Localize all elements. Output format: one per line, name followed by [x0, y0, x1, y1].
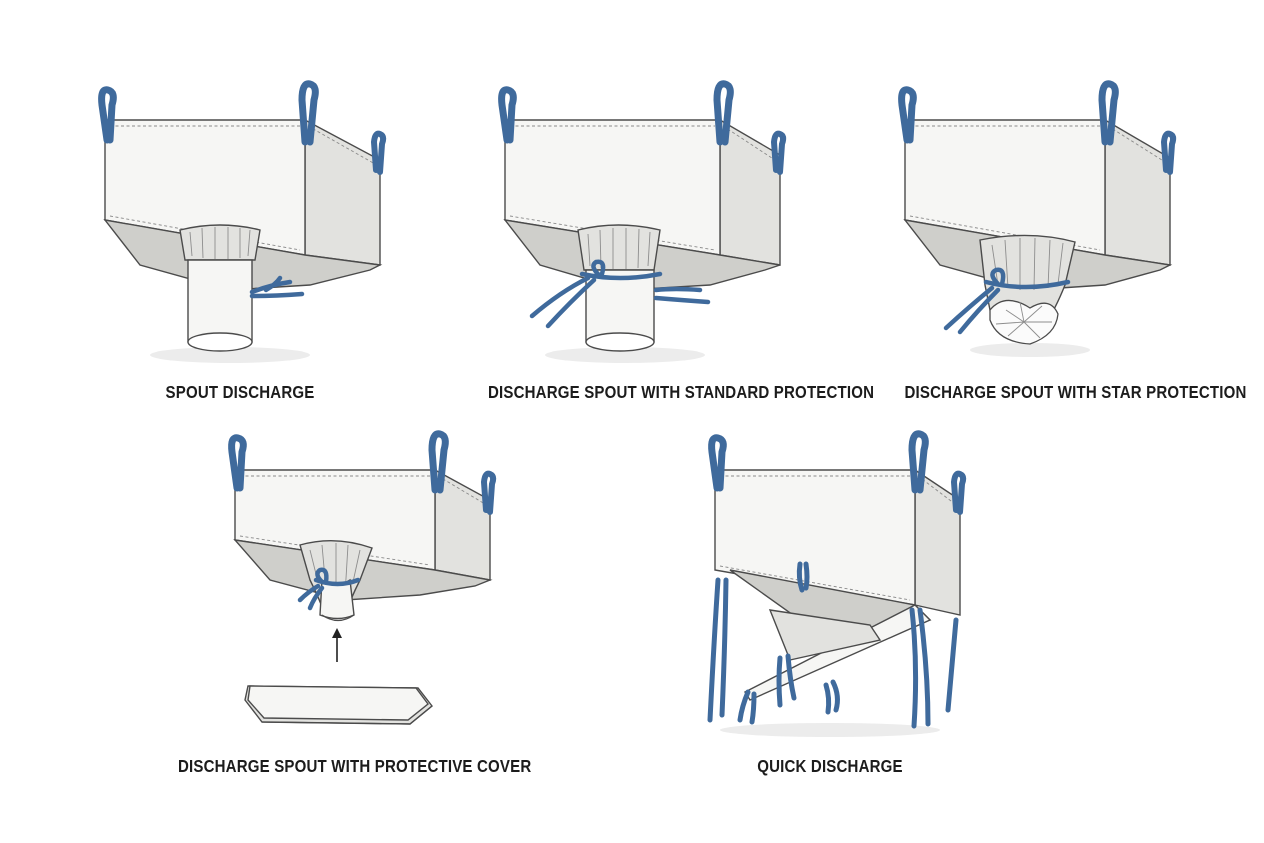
caption-protective-cover: DISCHARGE SPOUT WITH PROTECTIVE COVER — [178, 756, 532, 776]
caption-standard-protection: DISCHARGE SPOUT WITH STANDARD PROTECTION — [488, 382, 875, 402]
protection-tie-left — [529, 259, 663, 329]
bag-standard-protection-illustration — [498, 80, 787, 363]
cover-spout-tie — [297, 567, 361, 611]
star-protection-tie — [943, 267, 1071, 335]
spout-tie — [249, 275, 305, 299]
caption-spout-discharge: SPOUT DISCHARGE — [165, 382, 315, 402]
bag-quick-discharge-illustration — [707, 430, 967, 737]
panel-quick-discharge: QUICK DISCHARGE — [630, 430, 1030, 790]
caption-star-protection: DISCHARGE SPOUT WITH STAR PROTECTION — [904, 382, 1247, 402]
lifting-loop-left — [98, 86, 117, 144]
panel-standard-protection: DISCHARGE SPOUT WITH STANDARD PROTECTION — [460, 70, 875, 420]
protection-tie-right — [653, 286, 711, 305]
panel-spout-discharge: SPOUT DISCHARGE — [80, 70, 400, 420]
panel-star-protection: DISCHARGE SPOUT WITH STAR PROTECTION — [880, 70, 1247, 420]
bag-side-panel — [304, 118, 381, 266]
arrow-head-icon — [332, 628, 342, 638]
bag-star-protection-illustration — [898, 80, 1177, 357]
panel-protective-cover: DISCHARGE SPOUT WITH PROTECTIVE COVER — [150, 430, 550, 790]
lifting-loop-back-right — [371, 130, 387, 175]
inner-flap — [768, 609, 882, 661]
caption-quick-discharge: QUICK DISCHARGE — [757, 756, 903, 776]
bag-protective-cover-illustration — [228, 430, 497, 725]
quick-discharge-ties — [707, 561, 959, 729]
lifting-loop-front-right — [298, 80, 319, 146]
bag-spout-discharge-illustration — [98, 80, 387, 363]
